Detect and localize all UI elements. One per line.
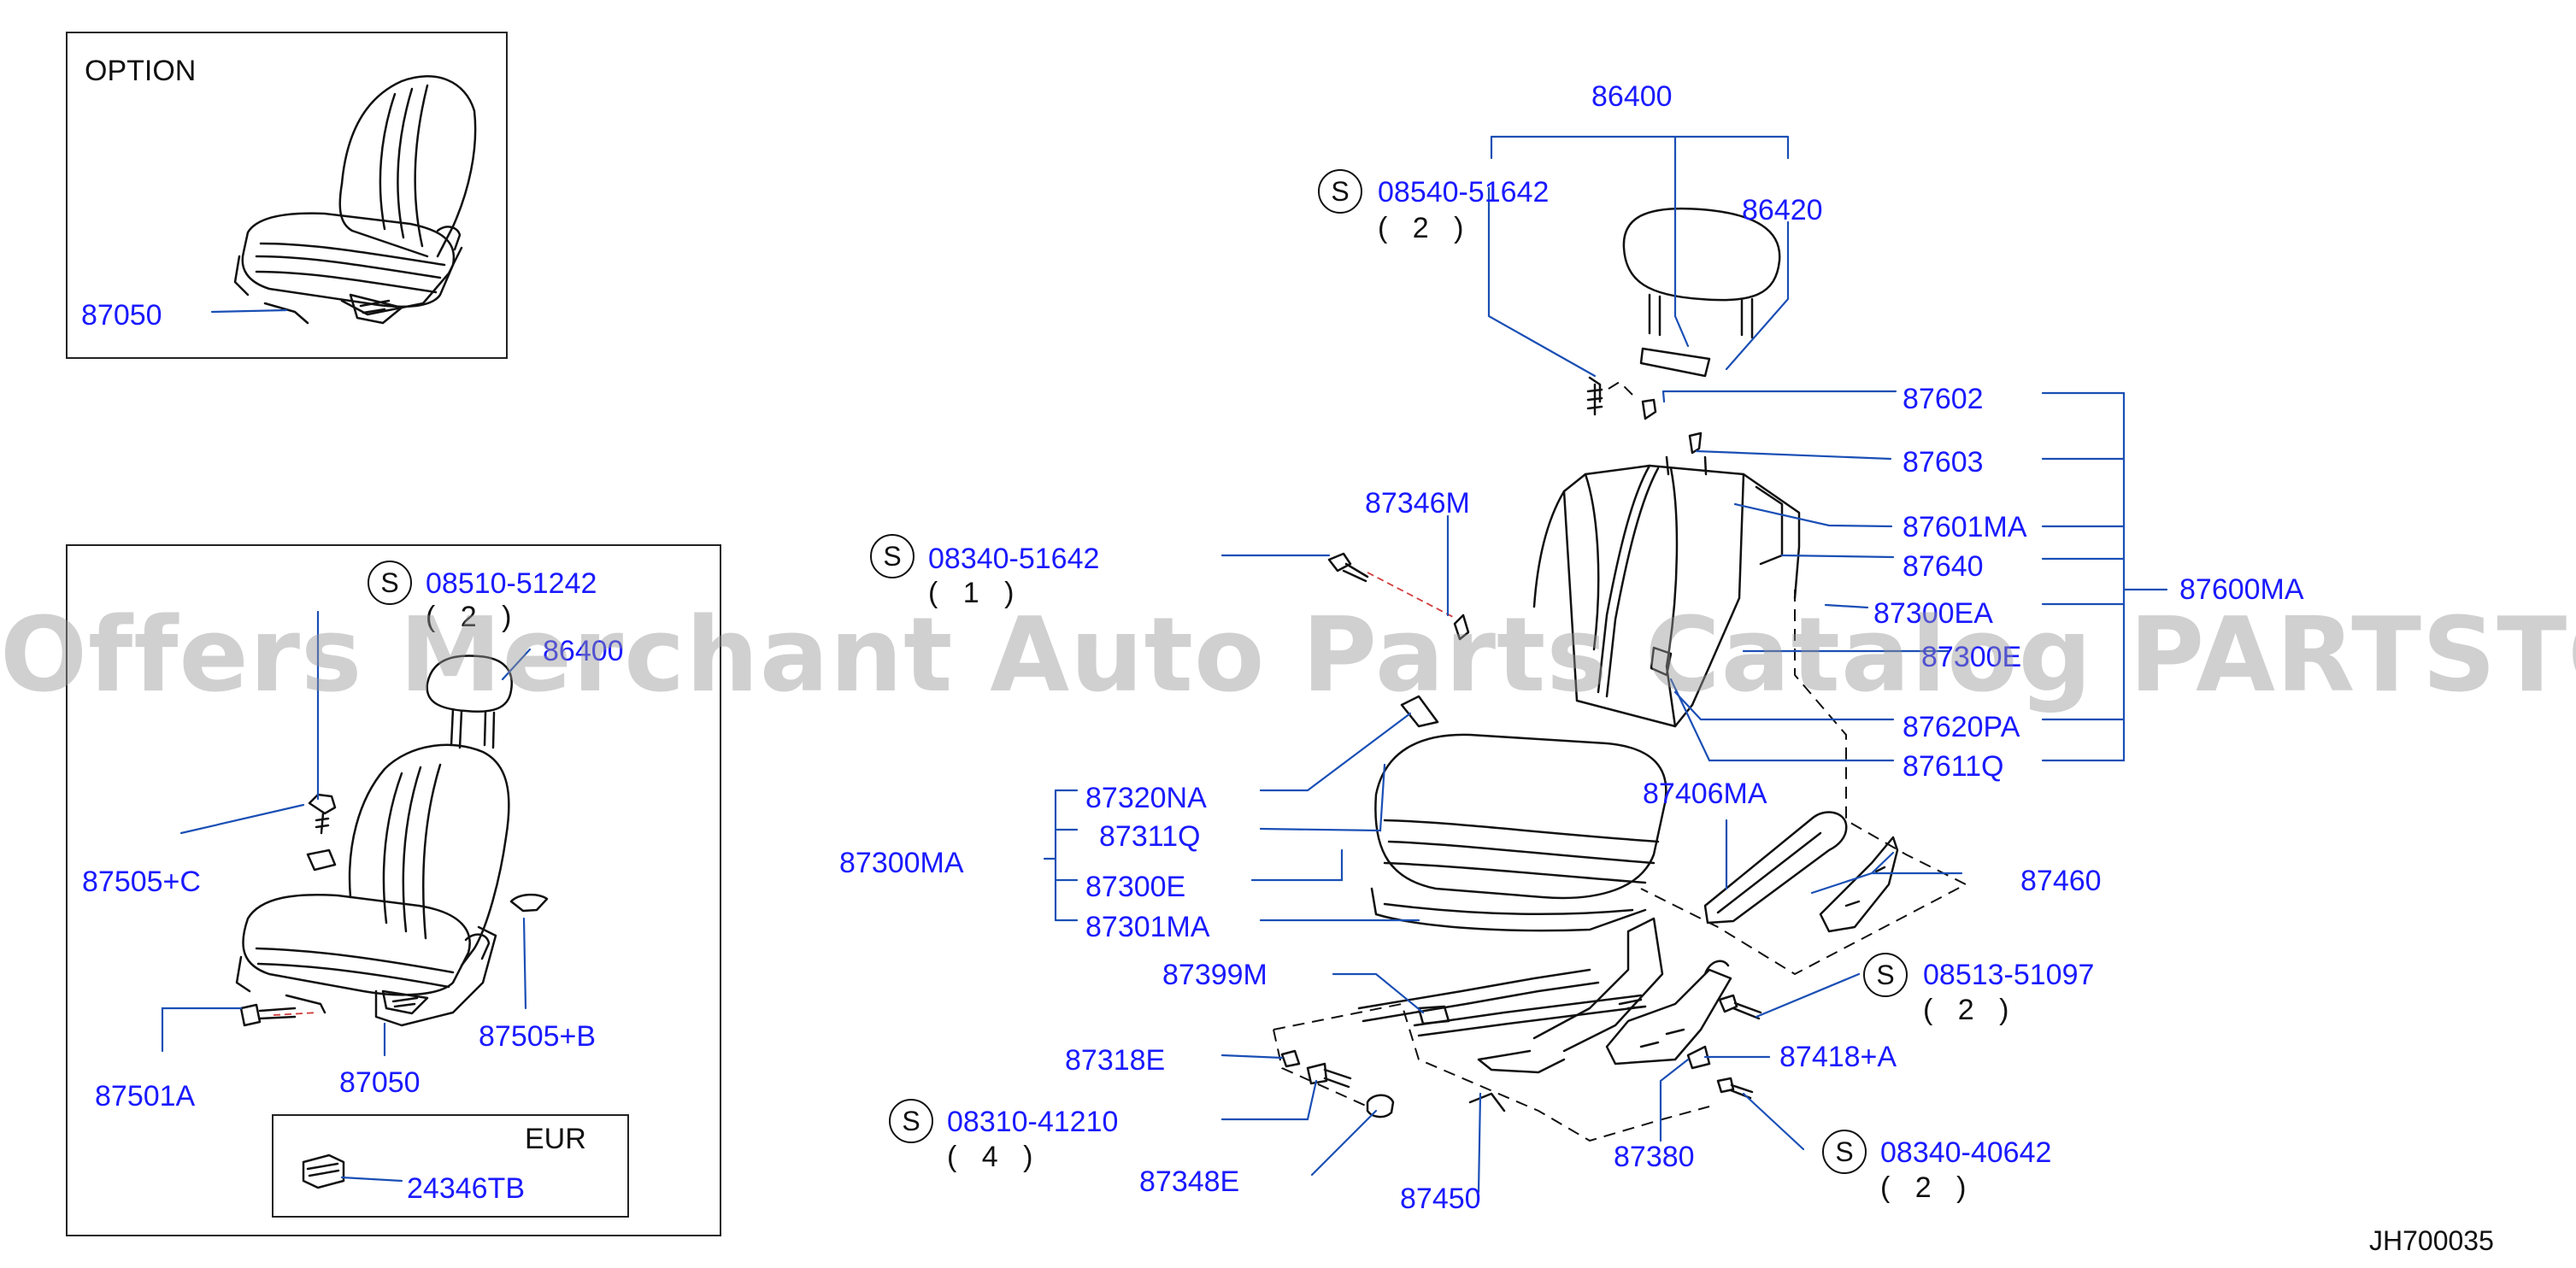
part-label-87611q[interactable]: 87611Q bbox=[1903, 750, 2004, 783]
part-label-08510-51242[interactable]: 08510-51242 bbox=[426, 567, 597, 600]
quantity-label: ( 2 ) bbox=[1923, 994, 2018, 1026]
part-label-87300e-left[interactable]: 87300E bbox=[1085, 871, 1186, 903]
s-symbol: S bbox=[1318, 169, 1362, 214]
part-label-87380[interactable]: 87380 bbox=[1614, 1141, 1695, 1173]
part-label-87603[interactable]: 87603 bbox=[1903, 446, 1984, 478]
part-label-87640[interactable]: 87640 bbox=[1903, 550, 1984, 583]
part-label-87406ma[interactable]: 87406MA bbox=[1643, 778, 1767, 810]
part-label-87602[interactable]: 87602 bbox=[1903, 383, 1984, 415]
option-seat-drawing bbox=[233, 74, 477, 325]
part-label-87418a[interactable]: 87418+A bbox=[1779, 1041, 1897, 1073]
part-label-87301ma[interactable]: 87301MA bbox=[1085, 911, 1210, 943]
part-label-87050-option[interactable]: 87050 bbox=[81, 299, 162, 332]
part-label-87050-left[interactable]: 87050 bbox=[339, 1066, 421, 1099]
left-detail-box bbox=[66, 544, 721, 1236]
part-label-87450[interactable]: 87450 bbox=[1400, 1183, 1481, 1215]
part-label-86400[interactable]: 86400 bbox=[1591, 80, 1673, 113]
part-label-87600ma[interactable]: 87600MA bbox=[2179, 573, 2304, 606]
part-label-87320na[interactable]: 87320NA bbox=[1085, 782, 1207, 814]
option-title: OPTION bbox=[85, 55, 197, 87]
part-label-08340-40642[interactable]: 08340-40642 bbox=[1880, 1136, 2052, 1169]
part-label-87601ma[interactable]: 87601MA bbox=[1903, 511, 2027, 543]
s-symbol: S bbox=[889, 1099, 933, 1143]
part-label-86400-left[interactable]: 86400 bbox=[543, 635, 624, 667]
part-label-08340-51642[interactable]: 08340-51642 bbox=[928, 543, 1100, 575]
left-seat-drawing bbox=[235, 655, 549, 1189]
part-label-87300ea[interactable]: 87300EA bbox=[1873, 597, 1993, 630]
part-label-87311q[interactable]: 87311Q bbox=[1099, 820, 1201, 853]
part-label-24346tb[interactable]: 24346TB bbox=[407, 1172, 525, 1205]
s-symbol: S bbox=[1863, 953, 1908, 997]
s-symbol: S bbox=[368, 561, 412, 605]
quantity-label: ( 1 ) bbox=[928, 577, 1023, 609]
part-label-87620pa[interactable]: 87620PA bbox=[1903, 711, 2020, 743]
part-label-08513-51097[interactable]: 08513-51097 bbox=[1923, 959, 2095, 991]
part-label-87399m[interactable]: 87399M bbox=[1162, 959, 1267, 991]
quantity-label: ( 2 ) bbox=[1880, 1171, 1975, 1204]
part-label-87460[interactable]: 87460 bbox=[2020, 865, 2102, 897]
part-label-08310-41210[interactable]: 08310-41210 bbox=[947, 1106, 1119, 1138]
part-label-86420[interactable]: 86420 bbox=[1742, 194, 1823, 226]
s-symbol: S bbox=[1822, 1130, 1867, 1174]
part-label-87300ma[interactable]: 87300MA bbox=[839, 847, 964, 879]
main-seat-drawing bbox=[1280, 207, 1899, 1118]
part-label-87501a[interactable]: 87501A bbox=[95, 1080, 196, 1112]
part-label-87346m[interactable]: 87346M bbox=[1365, 487, 1470, 520]
option-box bbox=[66, 32, 508, 359]
quantity-label: ( 2 ) bbox=[1378, 212, 1473, 244]
part-label-87505b[interactable]: 87505+B bbox=[479, 1020, 597, 1053]
s-symbol: S bbox=[870, 534, 915, 578]
part-label-08540-51642[interactable]: 08540-51642 bbox=[1378, 176, 1550, 208]
quantity-label: ( 4 ) bbox=[947, 1141, 1042, 1173]
part-label-87505c[interactable]: 87505+C bbox=[82, 866, 201, 898]
part-label-87318e[interactable]: 87318E bbox=[1065, 1044, 1166, 1077]
eur-box bbox=[272, 1114, 629, 1218]
quantity-label: ( 2 ) bbox=[426, 601, 520, 633]
part-label-87300e-right[interactable]: 87300E bbox=[1921, 641, 2022, 673]
eur-title: EUR bbox=[525, 1123, 586, 1155]
part-label-87348e[interactable]: 87348E bbox=[1139, 1165, 1240, 1198]
diagram-id: JH700035 bbox=[2369, 1225, 2494, 1256]
